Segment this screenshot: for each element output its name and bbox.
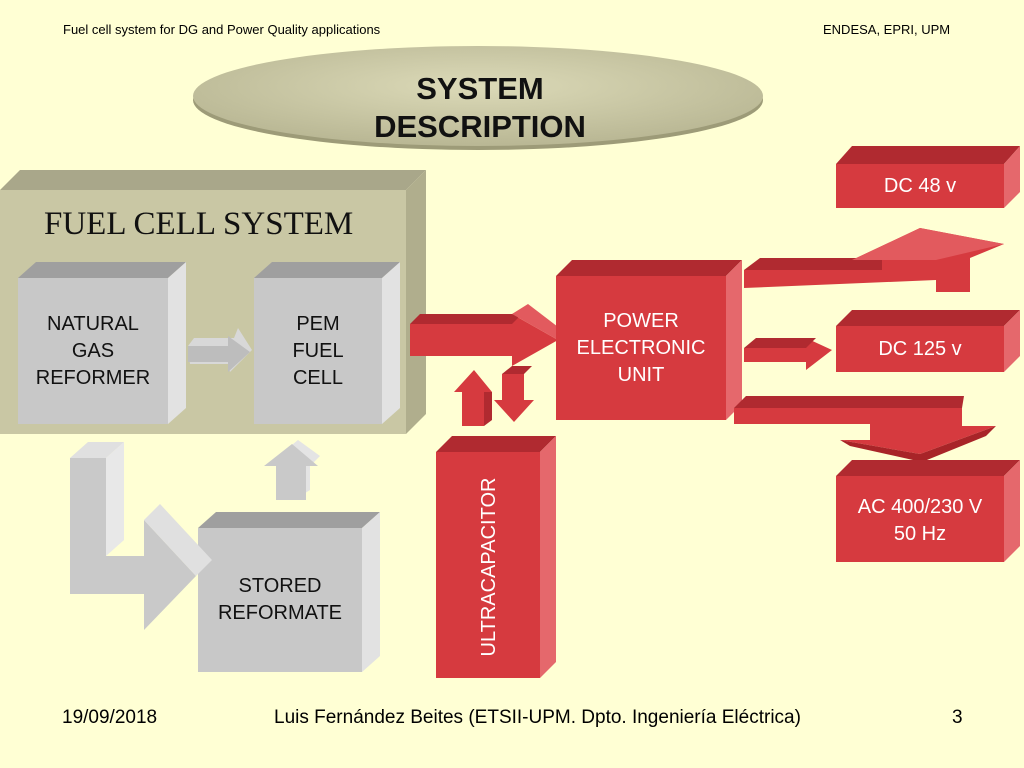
footer-author: Luis Fernández Beites (ETSII-UPM. Dpto. … (274, 707, 801, 728)
dc48-box (836, 146, 1020, 208)
dc125-label: DC 125 v (878, 337, 962, 360)
arrow-to-dc48 (744, 228, 1004, 292)
reformer-label: NATURAL GAS REFORMER (35, 312, 151, 389)
dc48-label: DC 48 v (883, 174, 957, 197)
arrow-reformer-to-stored (70, 442, 212, 630)
page-number: 3 (952, 707, 963, 728)
ultracapacitor-label: ULTRACAPACITOR (477, 477, 500, 657)
ultracapacitor-box (436, 436, 556, 678)
header-left: Fuel cell system for DG and Power Qualit… (63, 22, 381, 37)
stored-reformate-label: STORED REFORMATE (217, 575, 343, 624)
arrow-to-ac (734, 396, 996, 462)
arrow-fc-to-power-unit (410, 304, 562, 366)
arrow-to-dc125 (744, 338, 832, 370)
arrow-stored-to-pem (264, 440, 320, 500)
ac-box (836, 460, 1020, 562)
ac-label: AC 400/230 V 50 Hz (857, 496, 983, 545)
power-unit-box (556, 260, 742, 420)
pem-label: PEM FUEL CELL (292, 312, 344, 389)
slide-title: SYSTEM DESCRIPTION (374, 71, 586, 144)
arrow-ultracap-down (494, 366, 534, 422)
dc125-box (836, 310, 1020, 372)
fuel-cell-system-label: FUEL CELL SYSTEM (44, 205, 354, 242)
arrow-ultracap-up (454, 370, 492, 426)
footer-date: 19/09/2018 (62, 707, 158, 728)
header-right: ENDESA, EPRI, UPM (823, 22, 951, 37)
arrow-reformer-to-pem (188, 328, 252, 372)
title-ellipse (193, 46, 763, 150)
stored-reformate-box (198, 512, 380, 672)
pem-box (254, 262, 400, 424)
reformer-box (18, 262, 186, 424)
power-unit-label: POWER ELECTRONIC UNIT (576, 310, 706, 386)
